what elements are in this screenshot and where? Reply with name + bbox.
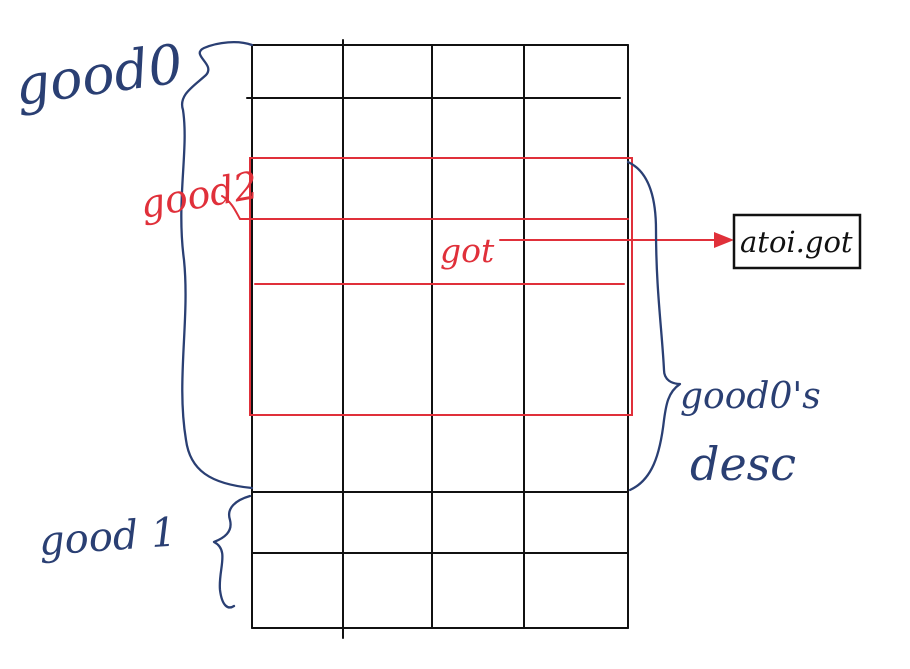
atoi-got-label: atoi.got: [740, 225, 853, 259]
good0-label: good0: [11, 32, 187, 118]
good2-rectangle: [249, 157, 633, 416]
blue-braces: [180, 41, 682, 609]
good0-desc-brace: [626, 160, 682, 492]
atoi-got-box-frame: [732, 213, 862, 270]
good2-region: [221, 157, 633, 416]
got-label: got: [440, 231, 495, 270]
good2-label: good2: [137, 163, 261, 227]
memory-grid: [246, 39, 629, 639]
got-arrowhead-icon: [714, 232, 734, 248]
good1-label: good 1: [37, 509, 177, 564]
good1-brace: [212, 494, 252, 609]
good0-desc-label-line2: desc: [690, 437, 796, 491]
good0-desc-label-line1: good0's: [680, 376, 821, 417]
got-pointer-arrow: [499, 232, 734, 248]
good2-label-connector: [221, 195, 253, 220]
atoi-got-box: atoi.got: [732, 213, 862, 270]
good0-brace: [180, 41, 254, 490]
